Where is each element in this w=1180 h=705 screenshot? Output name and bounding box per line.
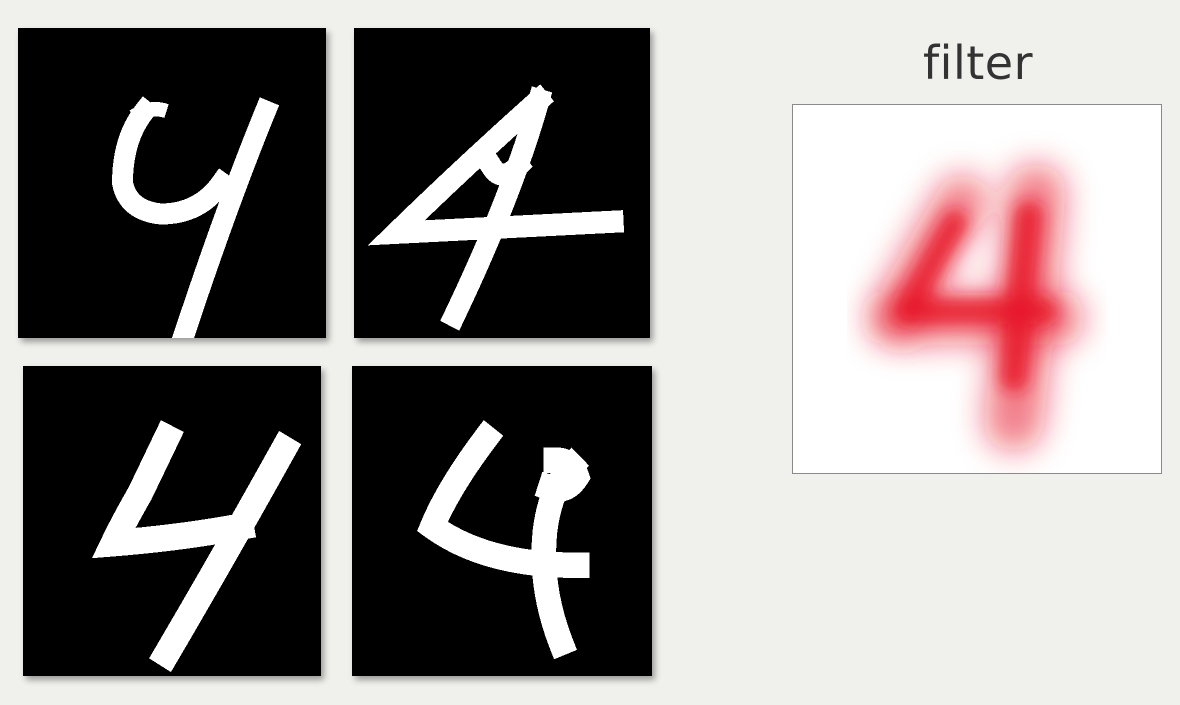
handwritten-digit-4-icon bbox=[112, 96, 280, 338]
blurred-digit-4-filter-icon bbox=[870, 163, 1084, 451]
digit-sample-1 bbox=[18, 28, 326, 338]
digit-sample-4 bbox=[352, 366, 652, 676]
handwritten-digit-4-icon bbox=[367, 84, 625, 331]
handwritten-digit-4-icon bbox=[417, 420, 591, 660]
digit-sample-2 bbox=[354, 28, 650, 338]
digit-sample-3 bbox=[23, 366, 321, 676]
handwritten-digit-4-icon bbox=[91, 420, 302, 673]
filter-visualization bbox=[792, 104, 1162, 474]
filter-label: filter bbox=[922, 36, 1033, 90]
